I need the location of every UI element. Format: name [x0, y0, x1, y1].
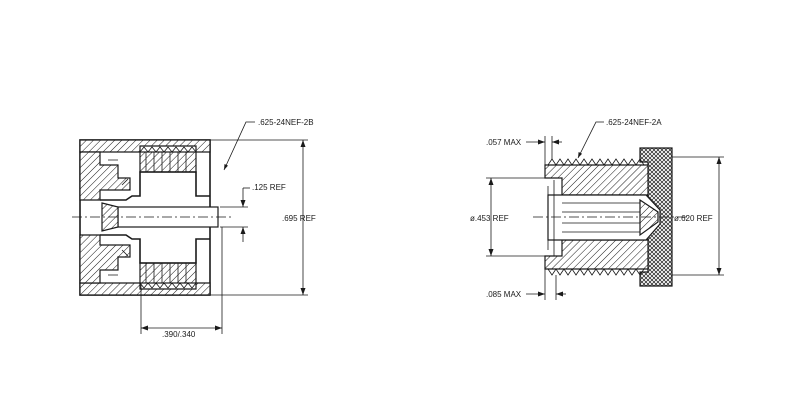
left-upper-collar: [79, 151, 131, 201]
bottom-clearance-label: .085 MAX: [486, 290, 522, 299]
top-clearance-label: .057 MAX: [486, 138, 522, 147]
right-front-edge: [547, 180, 555, 256]
left-inner-sleeve-bottom: [100, 234, 210, 264]
overall-diameter-label: .695 REF: [282, 214, 316, 223]
left-inner-sleeve-top: [100, 171, 210, 201]
right-socket-slots: [562, 202, 640, 233]
left-thread-leader: [223, 121, 255, 171]
right-connector-section: [533, 147, 688, 287]
right-upper-shell: [544, 164, 649, 196]
right-dimensions: .625-24NEF-2A .057 MAX .085 MAX ø.453 RE…: [470, 118, 724, 300]
right-lower-shell: [544, 239, 649, 270]
right-external-thread-bottom: [547, 268, 645, 276]
left-thread-label: .625-24NEF-2B: [258, 118, 314, 127]
left-top-band: [79, 139, 211, 153]
left-detail-lines: [108, 159, 129, 276]
right-contact-tip: [639, 198, 659, 237]
left-bottom-band: [79, 282, 211, 296]
left-lower-collar: [79, 234, 131, 284]
left-internal-thread-bottom: [139, 262, 197, 289]
outer-diameter-label: ø.620 REF: [674, 214, 713, 223]
left-dimensions: .625-24NEF-2B .695 REF .125 REF .390/.34…: [140, 118, 316, 339]
left-connector-section: [72, 139, 232, 296]
inner-diameter-label: ø.453 REF: [470, 214, 509, 223]
right-thread-label: .625-24NEF-2A: [606, 118, 662, 127]
left-internal-thread-top: [139, 146, 197, 173]
pin-diameter-label: .125 REF: [252, 183, 286, 192]
right-thread-leader: [577, 121, 604, 159]
right-external-thread-top: [547, 158, 645, 166]
pin-depth-label: .390/.340: [162, 330, 196, 339]
